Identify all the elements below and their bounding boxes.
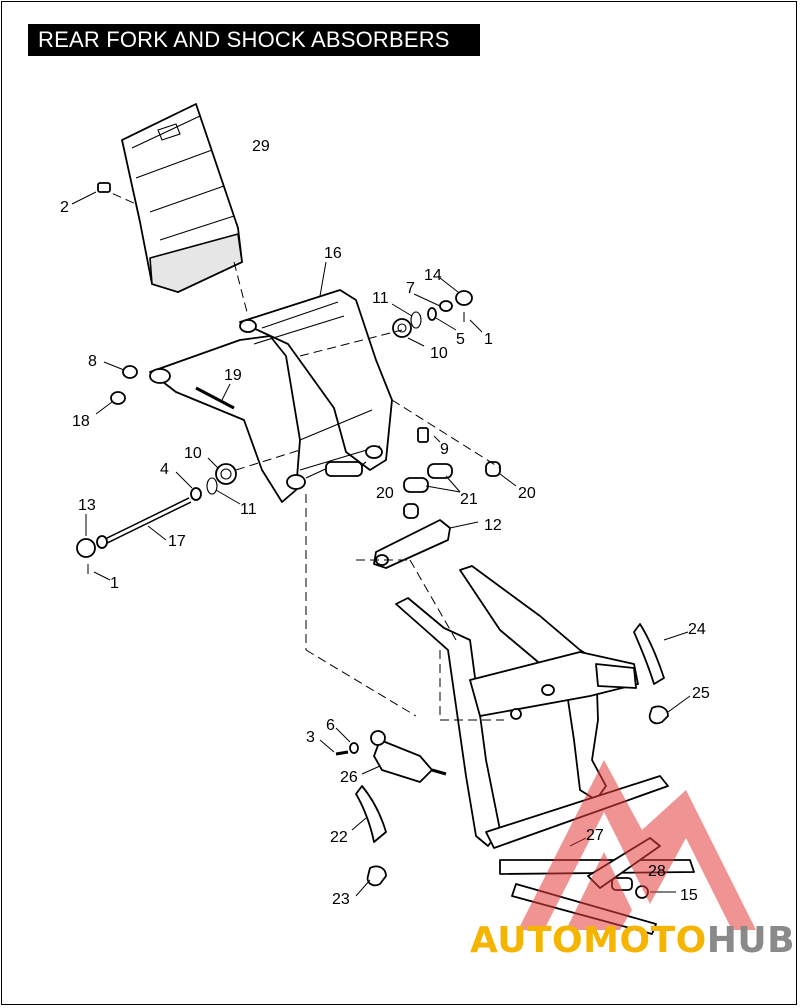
callout-28: 28: [648, 863, 666, 880]
part-20-bushing-left: [403, 503, 419, 519]
callout-6: 6: [326, 717, 335, 734]
callout-10: 10: [430, 345, 448, 362]
leader-dash: [409, 559, 457, 641]
part-21-sleeve-b: [403, 477, 429, 493]
leader-dash: [233, 261, 249, 317]
watermark-part-2: HUB: [706, 920, 796, 961]
part-2-screw: [71, 182, 111, 205]
part-6-washer: [349, 742, 359, 754]
part-17-pivot-shaft: [98, 497, 192, 547]
callout-12: 12: [484, 517, 502, 534]
part-19-stud: [195, 386, 235, 410]
part-12-link: [373, 519, 451, 569]
callout-5: 5: [456, 331, 465, 348]
leader-dash: [391, 399, 501, 469]
callout-8: 8: [88, 353, 97, 370]
watermark-text: AUTOMOTOHUB: [470, 920, 795, 961]
leader-16: [319, 261, 327, 297]
part-9-clip: [417, 427, 429, 443]
callout-2: 2: [60, 199, 69, 216]
part-4-washer: [190, 487, 202, 501]
callout-17: 17: [168, 533, 186, 550]
callout-13: 13: [78, 497, 96, 514]
part-3-screw: [335, 750, 349, 756]
part-21-sleeve-a: [427, 463, 453, 479]
callout-9: 9: [440, 441, 449, 458]
part-10-bearing: [392, 318, 412, 338]
callout-20: 20: [518, 485, 536, 502]
part-23-bracket: [366, 865, 387, 887]
callout-22: 22: [330, 829, 348, 846]
callout-11: 11: [240, 501, 257, 518]
part-5-washer: [427, 307, 437, 321]
part-8-nut: [122, 365, 138, 379]
callout-3: 3: [306, 729, 315, 746]
callout-20: 20: [376, 485, 394, 502]
part-24-cover: [633, 623, 665, 685]
callout-1: 1: [484, 331, 493, 348]
title-bar: REAR FORK AND SHOCK ABSORBERS: [28, 24, 480, 56]
part-25-bracket: [648, 705, 669, 725]
part-13-cap-nut: [76, 535, 108, 558]
part-22-cover: [355, 785, 387, 843]
axle-dash: [299, 329, 403, 357]
callout-1: 1: [110, 575, 119, 592]
callout-7: 7: [406, 280, 415, 297]
part-7-washer: [439, 300, 453, 312]
part-29-belt-guard: [121, 103, 243, 293]
callout-21: 21: [460, 491, 478, 508]
part-26-shock-absorber: [370, 730, 447, 783]
callout-4: 4: [160, 461, 169, 478]
part-20-bushing-right: [485, 461, 501, 477]
callout-16: 16: [324, 245, 342, 262]
axle-dash: [235, 449, 301, 471]
part-10-bearing-left: [215, 463, 237, 485]
watermark-logo: [518, 760, 756, 930]
callout-23: 23: [332, 891, 350, 908]
callout-27: 27: [586, 827, 604, 844]
page-title: REAR FORK AND SHOCK ABSORBERS: [38, 27, 450, 52]
part-14-cap-nut: [455, 290, 473, 306]
callout-14: 14: [424, 267, 442, 284]
part-16-rear-fork: [149, 289, 393, 503]
callout-11: 11: [372, 290, 389, 307]
callout-24: 24: [688, 621, 706, 638]
callout-18: 18: [72, 413, 90, 430]
leader-dash: [305, 649, 417, 717]
callout-29: 29: [252, 138, 270, 155]
part-11-ring-left: [206, 477, 218, 495]
part-18-nut: [110, 391, 126, 405]
callout-25: 25: [692, 685, 710, 702]
watermark-part-1: AUTOMOTO: [470, 920, 707, 961]
callout-15: 15: [680, 887, 698, 904]
callout-26: 26: [340, 769, 358, 786]
callout-19: 19: [224, 367, 242, 384]
callout-10: 10: [184, 445, 202, 462]
part-11-retaining-ring: [410, 311, 422, 329]
